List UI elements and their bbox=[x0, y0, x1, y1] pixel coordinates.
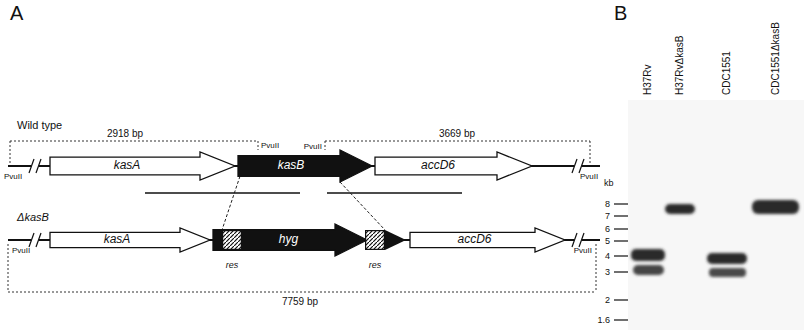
gene-name: accD6 bbox=[457, 233, 491, 247]
gene-arrow: kasB bbox=[238, 150, 372, 182]
probe-line bbox=[145, 192, 462, 193]
lane-label: H37RvΔkasB bbox=[674, 36, 686, 95]
fragment-size: 2918 bp bbox=[105, 128, 145, 140]
ladder-size: 1.6 bbox=[597, 315, 610, 325]
ladder-size: 5 bbox=[605, 236, 610, 246]
site-label: res bbox=[226, 260, 239, 270]
ladder-size: 7 bbox=[605, 211, 610, 221]
lane-label: H37Rv bbox=[642, 64, 654, 95]
deletion-boundary-line bbox=[340, 182, 385, 230]
restriction-site: PvuII bbox=[574, 246, 592, 255]
ladder-tick bbox=[614, 204, 628, 320]
ladder-size: 2 bbox=[605, 295, 610, 305]
gene-name: kasA bbox=[104, 233, 131, 247]
blot-band bbox=[631, 200, 799, 277]
ladder-size: 3 bbox=[605, 267, 610, 277]
site-label: res bbox=[369, 260, 382, 270]
gene-arrow: accD6 bbox=[410, 228, 565, 252]
res-box bbox=[222, 230, 242, 250]
unit-label: kb bbox=[604, 178, 614, 188]
lane-label: CDC1551 bbox=[721, 51, 733, 95]
arrow-shape bbox=[50, 152, 235, 180]
deletion-boundary-line bbox=[222, 176, 240, 230]
ladder-size: 4 bbox=[605, 251, 610, 261]
dimension-line bbox=[8, 244, 596, 292]
gene-name: hyg bbox=[279, 233, 298, 247]
gene-name: kasB bbox=[278, 159, 305, 173]
fragment-size: 7759 bp bbox=[282, 296, 318, 308]
res-box bbox=[365, 230, 385, 250]
blot-membrane bbox=[628, 100, 804, 330]
gene-name: kasA bbox=[114, 159, 141, 173]
res-site: res bbox=[365, 230, 385, 250]
restriction-site: PvuII bbox=[12, 246, 30, 255]
panel-letter: A bbox=[10, 2, 23, 25]
strain-label: ΔkasB bbox=[17, 211, 49, 224]
arrow-shape bbox=[238, 150, 372, 182]
res-site: res bbox=[222, 230, 242, 250]
ladder-size: 6 bbox=[605, 224, 610, 234]
gene-arrow: accD6 bbox=[375, 152, 532, 180]
lane-label: CDC1551ΔkasB bbox=[770, 22, 782, 95]
restriction-site: PvuII bbox=[4, 172, 22, 181]
gene-name: accD6 bbox=[421, 159, 455, 173]
restriction-site: PvuII bbox=[304, 142, 322, 151]
gene-arrow: kasA bbox=[50, 152, 235, 180]
arrow-tip bbox=[385, 230, 406, 250]
ladder-size: 8 bbox=[605, 199, 610, 209]
restriction-site: PvuII bbox=[580, 172, 598, 181]
strain-label: Wild type bbox=[17, 119, 62, 132]
fragment-size: 3669 bp bbox=[437, 128, 477, 140]
restriction-site: PvuII bbox=[261, 141, 279, 150]
panel-letter: B bbox=[614, 2, 627, 25]
gene-arrow: kasA bbox=[50, 228, 210, 252]
